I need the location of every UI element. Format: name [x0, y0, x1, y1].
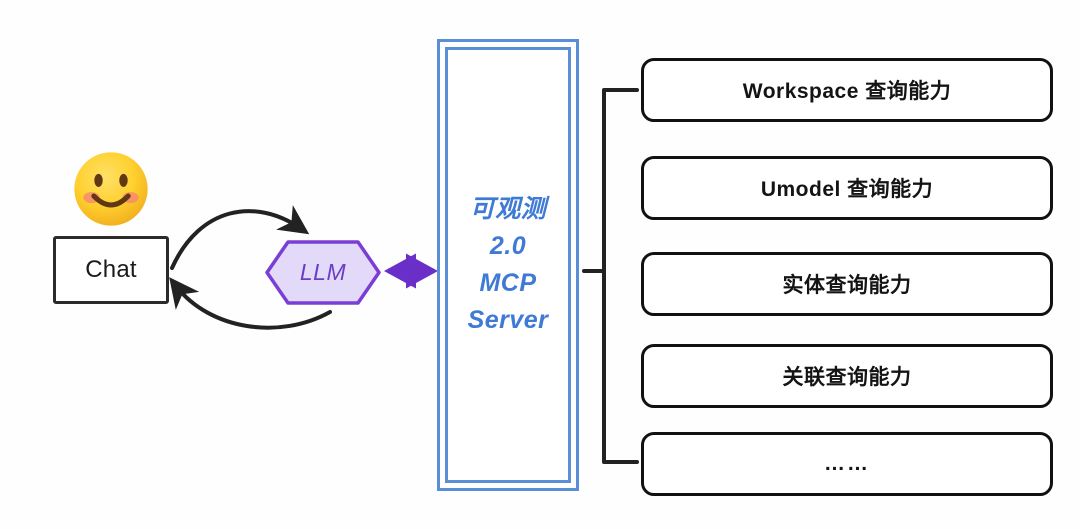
- chat-box[interactable]: Chat: [53, 236, 169, 304]
- capability-workspace[interactable]: Workspace 查询能力: [641, 58, 1053, 122]
- capability-umodel[interactable]: Umodel 查询能力: [641, 156, 1053, 220]
- mcp-line-2: 2.0: [489, 232, 527, 260]
- llm-hexagon-shape: [265, 240, 381, 305]
- capability-relation-label: 关联查询能力: [782, 366, 912, 389]
- capability-relation[interactable]: 关联查询能力: [641, 344, 1053, 408]
- capability-more-label: ……: [824, 452, 870, 475]
- llm-node[interactable]: LLM: [264, 239, 382, 306]
- llm-label: LLM: [299, 259, 347, 285]
- capability-more[interactable]: ……: [641, 432, 1053, 496]
- capability-umodel-label: Umodel 查询能力: [760, 178, 934, 201]
- mcp-server-inner-frame: 可观测 2.0 MCP Server: [445, 47, 571, 483]
- capability-entity[interactable]: 实体查询能力: [641, 252, 1053, 316]
- capability-entity-label: 实体查询能力: [782, 274, 912, 297]
- mcp-line-1: 可观测: [469, 195, 547, 223]
- mcp-server-title: 可观测 2.0 MCP Server: [468, 191, 549, 339]
- brace-bottom-branch: [602, 269, 639, 464]
- capability-workspace-label: Workspace 查询能力: [742, 80, 952, 103]
- mcp-line-4: Server: [467, 306, 549, 334]
- smiling-face-emoji: [74, 152, 148, 226]
- brace-top-branch: [582, 88, 639, 273]
- mcp-line-3: MCP: [479, 269, 537, 297]
- mcp-server-panel[interactable]: 可观测 2.0 MCP Server: [437, 39, 579, 491]
- chat-label: Chat: [85, 256, 137, 283]
